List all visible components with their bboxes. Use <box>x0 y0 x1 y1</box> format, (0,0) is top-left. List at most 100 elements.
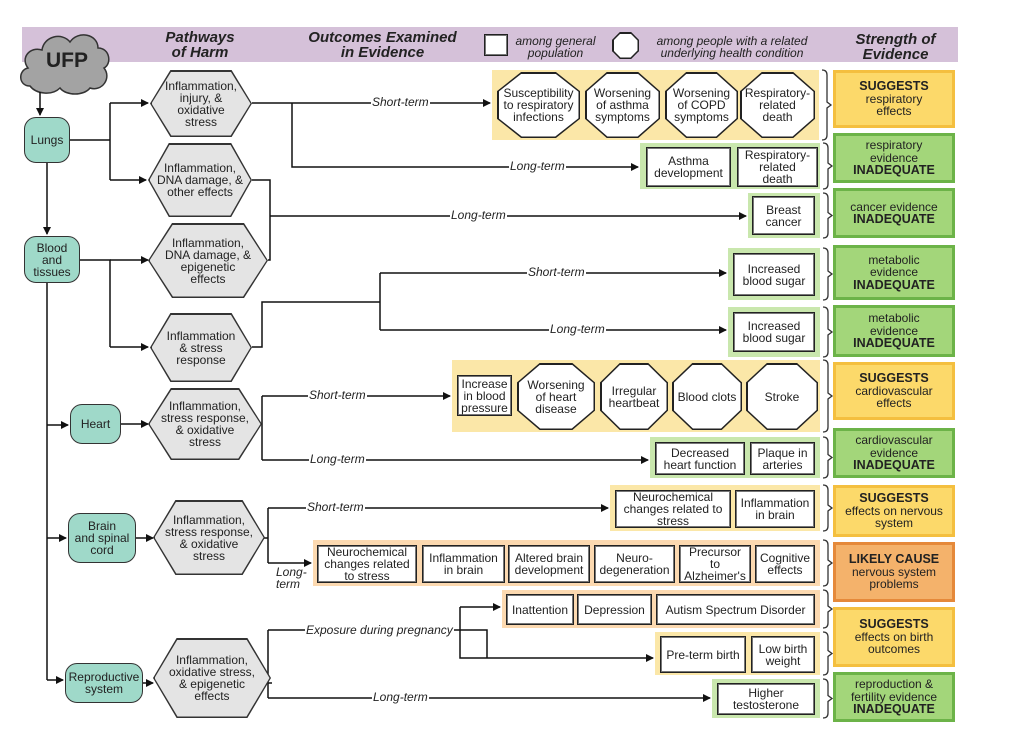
outcome-box: Increased blood sugar <box>733 253 815 296</box>
outcome-label: Stroke <box>747 364 817 429</box>
outcome-label: Worsening of COPD symptoms <box>666 73 737 137</box>
outcome-box: Decreased heart function <box>655 442 745 475</box>
line-label-long-term: Long-term <box>549 322 606 336</box>
pathway-label: Inflammation, oxidative stress, & epigen… <box>154 639 270 717</box>
strength-description: effects on nervous system <box>845 503 943 531</box>
pathway-hexagon: Inflammation, injury, & oxidative stress <box>150 70 252 137</box>
strength-description: respiratory effects <box>865 91 923 119</box>
outcome-box: Pre-term birth <box>660 636 746 673</box>
outcome-box: Respiratory- related death <box>737 147 818 187</box>
outcome-octagon: Worsening of COPD symptoms <box>665 72 738 138</box>
pathways-heading: Pathways of Harm <box>165 29 235 61</box>
group-bracket <box>822 678 834 719</box>
group-bracket <box>822 359 834 433</box>
pathway-label: Inflammation, injury, & oxidative stress <box>151 71 251 136</box>
outcome-box: Neurochemical changes related to stress <box>317 545 417 583</box>
pathway-label: Inflammation, DNA damage, & epigenetic e… <box>149 224 267 297</box>
strength-level: SUGGESTS <box>859 491 929 506</box>
outcome-label: Irregular heartbeat <box>601 364 667 429</box>
group-bracket <box>822 142 834 190</box>
strength-description: metabolic evidence <box>868 311 920 338</box>
group-bracket <box>821 69 833 141</box>
outcome-box: Altered brain development <box>508 545 590 583</box>
pathway-label: Inflammation, stress response, & oxidati… <box>154 501 264 574</box>
pathway-hexagon: Inflammation, stress response, & oxidati… <box>148 388 262 460</box>
outcome-label: Susceptibility to respiratory infections <box>498 73 579 137</box>
strength-heading: Strength of Evidence <box>855 31 936 63</box>
outcome-box: Precursor to Alzheimer's <box>679 545 751 583</box>
legend-octagon-icon <box>612 32 639 59</box>
pathway-label: Inflammation & stress response <box>151 314 251 381</box>
outcome-box: Inflammation in brain <box>422 545 505 583</box>
outcome-octagon: Stroke <box>746 363 818 430</box>
strength-description: reproduction & fertility evidence <box>850 677 938 704</box>
strength-level: INADEQUATE <box>853 163 935 178</box>
line-label-long-term: Long- term <box>276 565 307 591</box>
line-label-long-term: Long-term <box>450 208 507 222</box>
pathway-hexagon: Inflammation, oxidative stress, & epigen… <box>153 638 271 718</box>
strength-level: INADEQUATE <box>853 277 935 292</box>
strength-level: LIKELY CAUSE <box>848 552 940 567</box>
legend-condition-label: among people with a related underlying h… <box>656 34 808 60</box>
outcome-label: Blood clots <box>673 364 741 429</box>
strength-level: SUGGESTS <box>859 79 929 94</box>
strength-level: INADEQUATE <box>853 336 935 351</box>
outcome-box: Plaque in arteries <box>750 442 815 475</box>
ufp-cloud-icon <box>20 34 110 95</box>
outcome-box: Cognitive effects <box>755 545 815 583</box>
line-label-short-term: Short-term <box>371 95 430 109</box>
outcome-box: Increased blood sugar <box>733 312 815 352</box>
outcome-box: Increase in blood pressure <box>457 375 512 416</box>
outcome-box: Asthma development <box>646 147 731 187</box>
strength-description: respiratory evidence <box>865 138 923 165</box>
outcome-box: Higher testosterone <box>717 683 815 715</box>
line-label-long-term: Long-term <box>509 159 566 173</box>
ufp-label: UFP <box>46 49 88 72</box>
group-bracket <box>822 484 834 532</box>
organ-lungs: Lungs <box>24 117 70 163</box>
outcome-box: Neurochemical changes related to stress <box>615 490 731 528</box>
organ-blood-and-tissues: Blood and tissues <box>24 236 80 283</box>
outcome-octagon: Worsening of asthma symptoms <box>585 72 660 138</box>
pathway-label: Inflammation, DNA damage, & other effect… <box>149 144 251 216</box>
outcome-label: Worsening of asthma symptoms <box>586 73 659 137</box>
organ-heart: Heart <box>70 404 121 444</box>
outcome-box: Low birth weight <box>751 636 815 673</box>
line-label-long-term: Long-term <box>309 452 366 466</box>
pathway-hexagon: Inflammation, stress response, & oxidati… <box>153 500 265 575</box>
group-bracket <box>822 631 834 676</box>
line-label-long-term: Long-term <box>372 690 429 704</box>
outcome-label: Worsening of heart disease <box>518 364 594 429</box>
line-label-short-term: Short-term <box>527 265 586 279</box>
legend-general-label: among general population <box>515 34 596 60</box>
outcome-octagon: Worsening of heart disease <box>517 363 595 430</box>
strength-level: INADEQUATE <box>853 702 935 717</box>
outcome-label: Respiratory- related death <box>741 73 814 137</box>
outcome-box: Neuro- degeneration <box>594 545 675 583</box>
group-bracket <box>822 436 834 479</box>
group-bracket <box>822 539 834 587</box>
pathway-hexagon: Inflammation, DNA damage, & epigenetic e… <box>148 223 268 298</box>
group-bracket <box>822 192 834 239</box>
strength-level: SUGGESTS <box>859 617 929 632</box>
strength-level: INADEQUATE <box>853 212 935 226</box>
outcome-box: Inflammation in brain <box>735 490 815 528</box>
legend-rectangle-icon <box>484 34 508 56</box>
strength-description: cardiovascular evidence <box>855 433 933 460</box>
strength-description: effects on birth outcomes <box>854 629 934 657</box>
line-label-short-term: Short-term <box>306 500 365 514</box>
pathway-hexagon: Inflammation, DNA damage, & other effect… <box>148 143 252 217</box>
line-label-exposure-during-pregnancy: Exposure during pregnancy <box>305 623 454 637</box>
group-bracket <box>822 306 834 358</box>
strength-description: cardiovascular effects <box>855 383 933 411</box>
outcome-octagon: Blood clots <box>672 363 742 430</box>
